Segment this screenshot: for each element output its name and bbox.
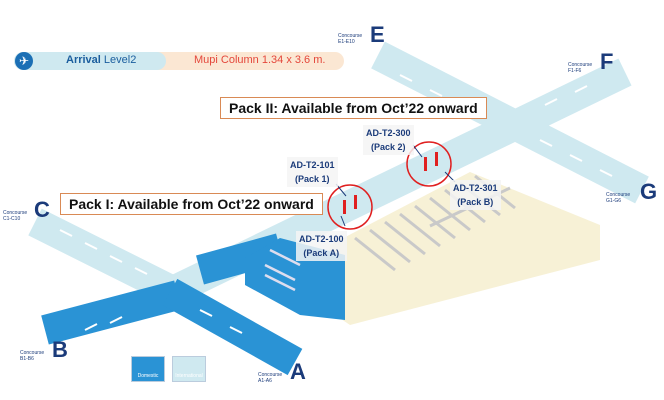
gate-markers	[59, 74, 613, 334]
legend-international-swatch: International	[172, 356, 206, 382]
concourse-b-letter: B	[52, 337, 68, 362]
concourse-c-letter: C	[34, 197, 50, 222]
concourse-f-letter: F	[600, 49, 614, 74]
pack1-banner: Pack I: Available from Oct’22 onward	[60, 193, 323, 215]
level-label: Level2	[103, 54, 137, 66]
pack2-banner: Pack II: Available from Oct’22 onward	[220, 97, 487, 119]
mupi-columns	[343, 152, 438, 214]
highlight-circle-pack2	[406, 141, 452, 187]
location-label-ad-t2-301: AD-T2-301(Pack B)	[450, 180, 501, 210]
mupi-label: Mupi Column 1.34 x 3.6 m.	[194, 54, 326, 66]
level-header-bar: ✈ Arrival Level2 Mupi Column 1.34 x 3.6 …	[14, 52, 344, 70]
legend-domestic-swatch: Domestic	[131, 356, 165, 382]
concourse-a-letter: A	[290, 359, 306, 384]
location-label-ad-t2-100: AD-T2-100(Pack A)	[296, 231, 347, 261]
terminal-building	[320, 172, 600, 325]
concourse-g-letter: G	[640, 179, 658, 204]
domestic-stripes	[264, 248, 301, 292]
concourse-e-letter: E	[370, 22, 385, 47]
location-label-ad-t2-101: AD-T2-101(Pack 1)	[287, 157, 338, 187]
highlight-circle-pack1	[327, 184, 373, 230]
airplane-arrival-icon: ✈	[15, 52, 33, 70]
location-label-ad-t2-300: AD-T2-300(Pack 2)	[363, 125, 414, 155]
arrival-label: Arrival	[66, 54, 101, 66]
